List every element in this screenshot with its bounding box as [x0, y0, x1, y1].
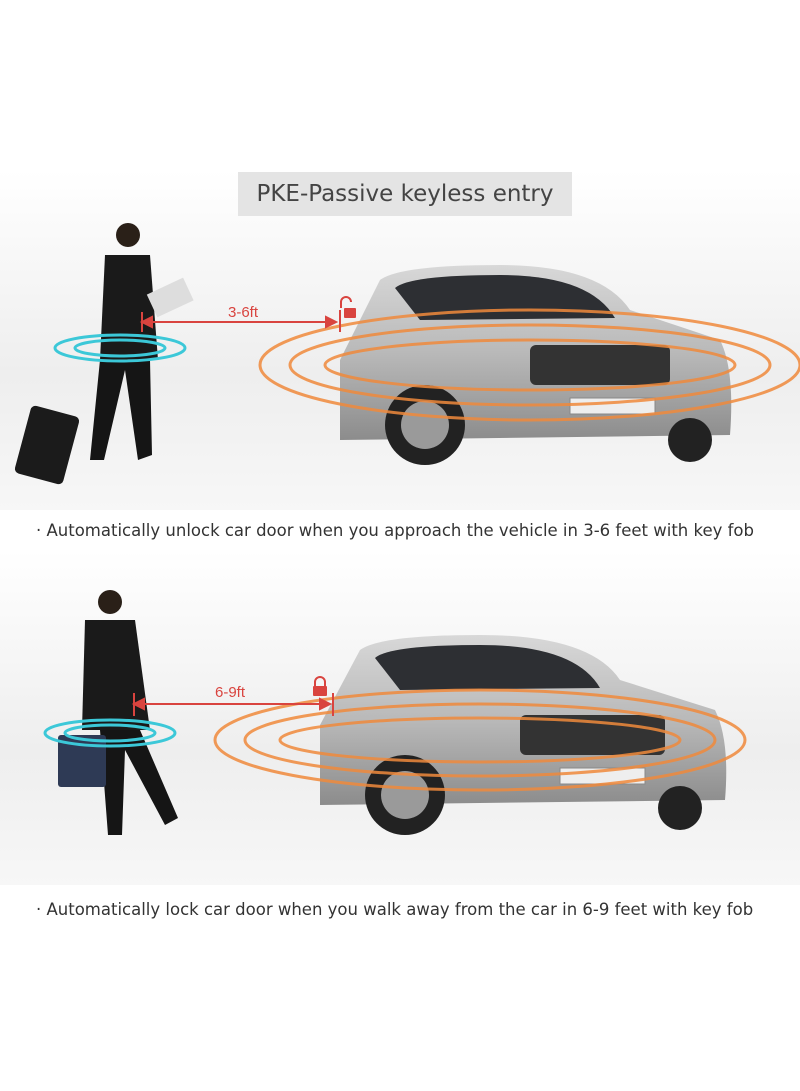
distance-arrow	[139, 310, 341, 332]
distance-label: 3-6ft	[228, 304, 259, 321]
car-signal-rings	[258, 308, 800, 422]
unlock-scene: 3-6ft	[0, 170, 800, 510]
lock-scene: 6-9ft	[0, 550, 800, 885]
distance-arrow	[131, 693, 334, 716]
unlocked-padlock-icon	[340, 296, 356, 318]
lock-caption: · Automatically lock car door when you w…	[36, 900, 754, 919]
lock-scene-illustration	[0, 550, 800, 885]
car-image	[340, 265, 732, 465]
fob-signal-rings	[43, 718, 177, 748]
distance-label: 6-9ft	[215, 684, 246, 701]
page-title: PKE-Passive keyless entry	[238, 172, 572, 216]
fob-signal-rings	[53, 333, 187, 363]
unlock-caption: · Automatically unlock car door when you…	[36, 521, 754, 540]
car-signal-rings	[213, 688, 747, 792]
unlock-scene-illustration	[0, 170, 800, 510]
locked-padlock-icon	[313, 676, 327, 696]
